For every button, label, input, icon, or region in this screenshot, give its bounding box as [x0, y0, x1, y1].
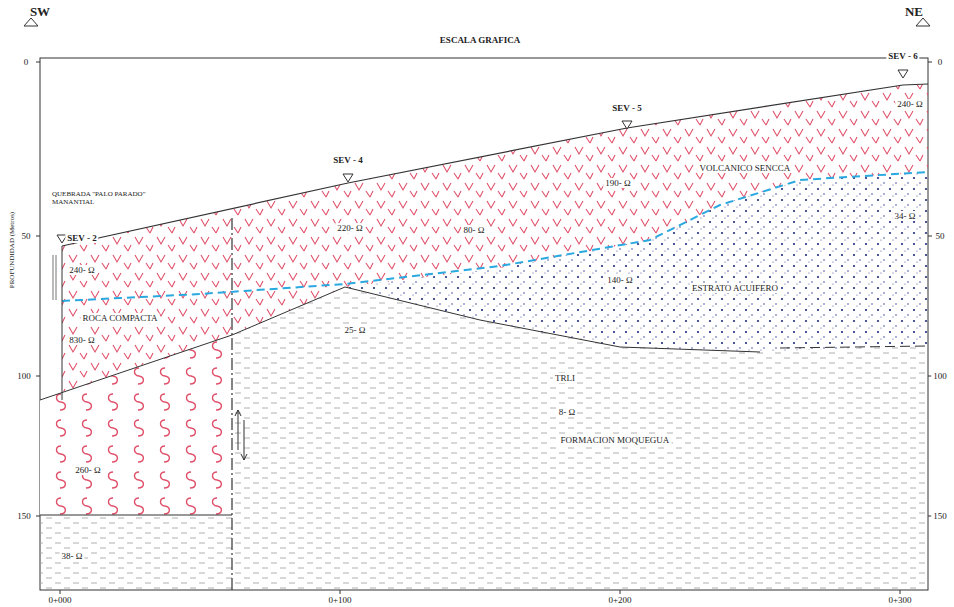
station-tick: 0+200 — [606, 595, 633, 605]
resistivity-value: 80- Ω — [462, 225, 487, 235]
resistivity-value: 140- Ω — [605, 275, 634, 285]
unit-name: ESTRATO ACUIFERO — [690, 283, 780, 293]
unit-name: ROCA COMPACTA — [80, 313, 159, 323]
sev-label: SEV - 4 — [331, 155, 364, 165]
depth-tick: 150 — [931, 511, 949, 521]
depth-tick: 150 — [15, 511, 33, 521]
unit-name: VOLCANICO SENCCA — [698, 163, 793, 173]
resistivity-value: 25- Ω — [343, 325, 368, 335]
depth-tick: 50 — [20, 231, 33, 241]
station-tick: 0+100 — [326, 595, 353, 605]
sev-label: SEV - 5 — [610, 103, 643, 113]
depth-tick: 0 — [936, 57, 945, 67]
resistivity-value: 220- Ω — [335, 223, 364, 233]
spring-label: QUEBRADA "PALO PARADO" MANANTIAL — [50, 190, 150, 206]
axis-title: PROFUNDIDAD (Metros) — [7, 210, 17, 290]
depth-tick: 100 — [15, 371, 33, 381]
direction-label: NE — [903, 7, 925, 17]
depth-tick: 50 — [934, 231, 947, 241]
unit-name: FORMACION MOQUEGUA — [559, 435, 672, 445]
sev-label: SEV - 6 — [886, 51, 919, 61]
resistivity-value: 240- Ω — [67, 265, 96, 275]
depth-tick: 0 — [22, 57, 31, 67]
resistivity-value: 260- Ω — [73, 465, 102, 475]
sev-label: SEV - 2 — [65, 233, 98, 243]
depth-tick: 100 — [931, 371, 949, 381]
unit-name: TRLI — [553, 373, 577, 383]
resistivity-value: 34- Ω — [893, 211, 918, 221]
station-tick: 0+000 — [46, 595, 73, 605]
resistivity-value: 240- Ω — [895, 99, 924, 109]
resistivity-value: 830- Ω — [67, 335, 96, 345]
station-tick: 0+300 — [886, 595, 913, 605]
resistivity-value: 38- Ω — [60, 551, 85, 561]
resistivity-value: 190- Ω — [603, 178, 632, 188]
scale-title: ESCALA GRAFICA — [438, 35, 522, 45]
resistivity-value: 8- Ω — [557, 407, 577, 417]
direction-label: SW — [28, 7, 52, 17]
